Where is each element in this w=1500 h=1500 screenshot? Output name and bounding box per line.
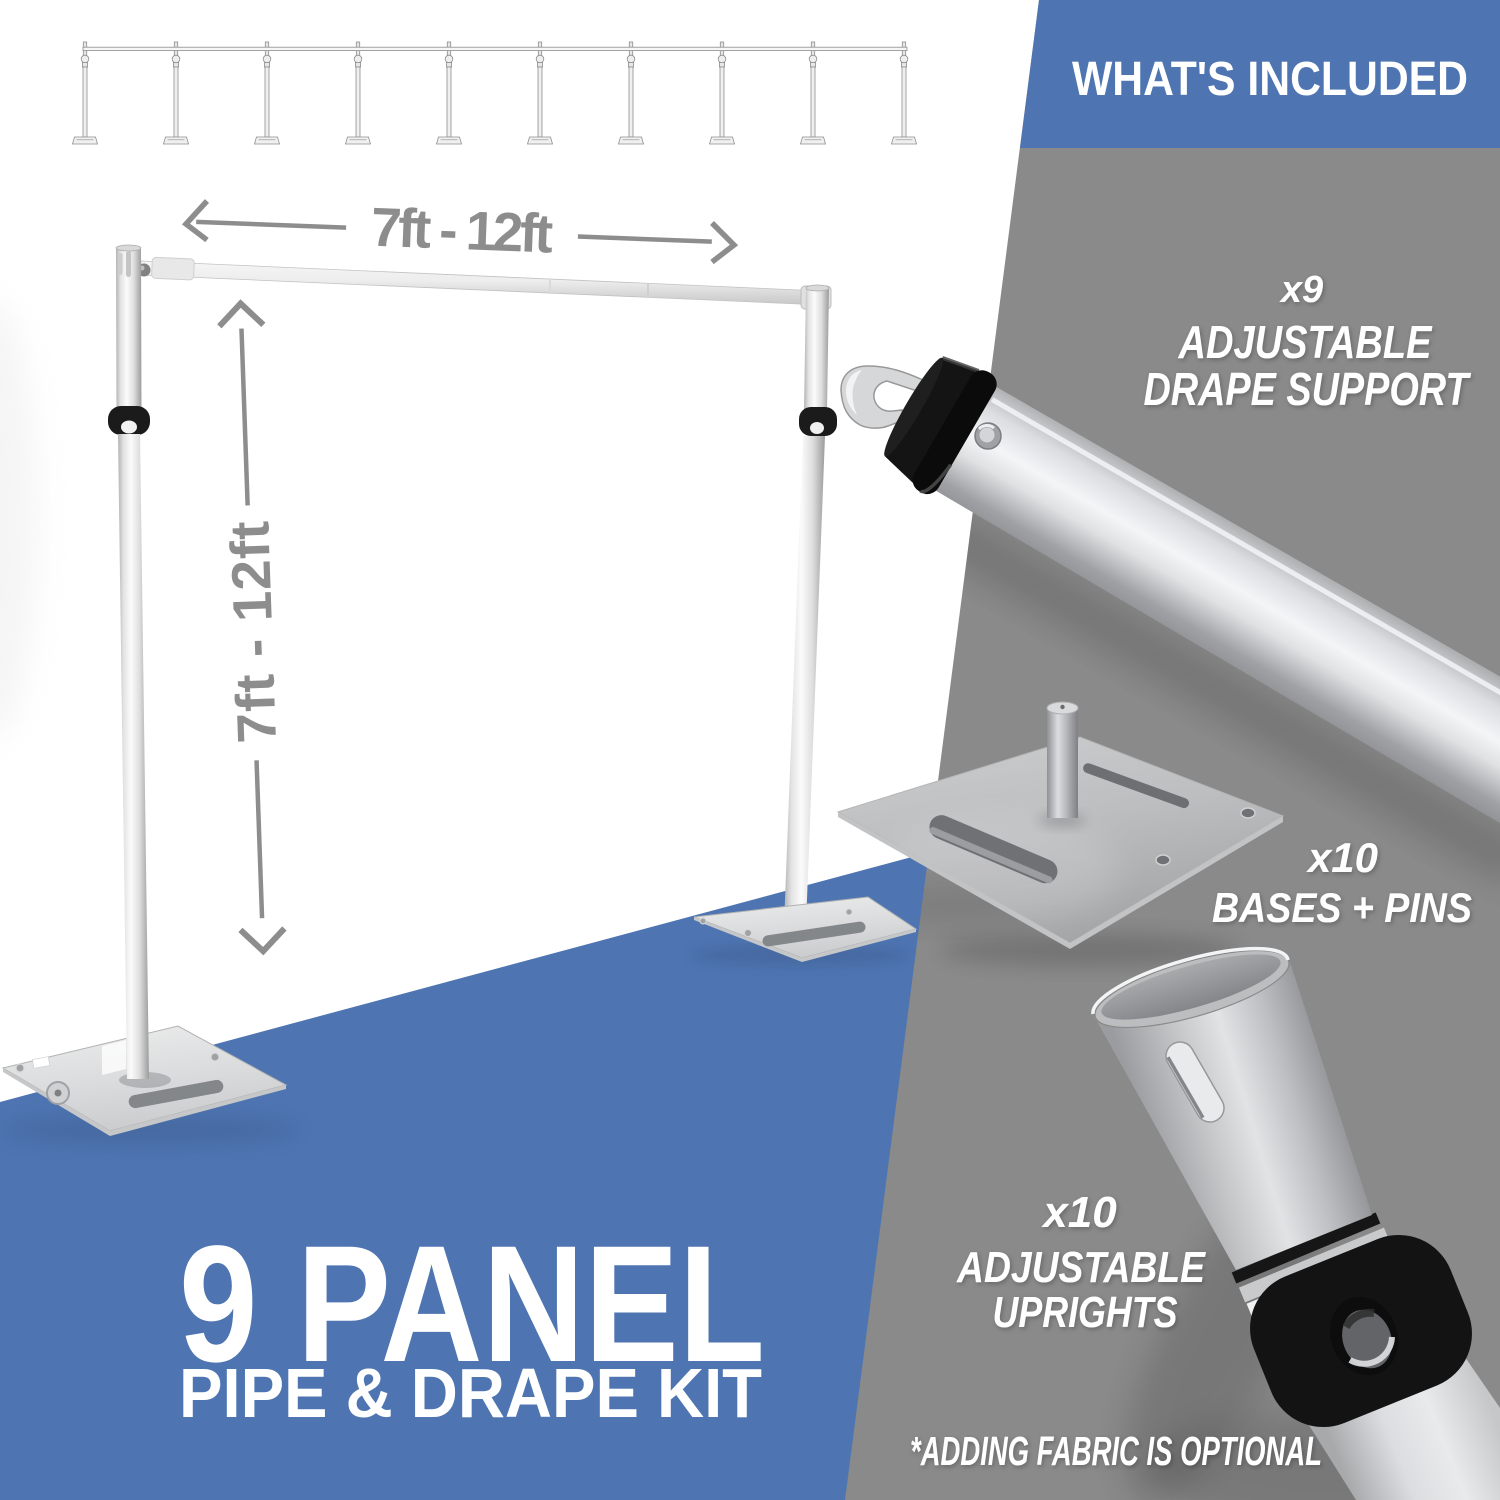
svg-text:9 PANEL: 9 PANEL <box>179 1212 765 1397</box>
svg-text:ADJUSTABLE: ADJUSTABLE <box>1178 316 1433 368</box>
svg-text:7ft - 12ft: 7ft - 12ft <box>370 196 554 265</box>
svg-text:x9: x9 <box>1279 269 1323 311</box>
svg-text:BASES + PINS: BASES + PINS <box>1212 884 1472 931</box>
svg-text:UPRIGHTS: UPRIGHTS <box>993 1288 1178 1337</box>
svg-text:WHAT'S INCLUDED: WHAT'S INCLUDED <box>1072 53 1468 106</box>
svg-text:x10: x10 <box>1306 834 1378 881</box>
svg-text:ADJUSTABLE: ADJUSTABLE <box>956 1243 1206 1292</box>
svg-text:PIPE & DRAPE KIT: PIPE & DRAPE KIT <box>179 1354 762 1432</box>
svg-text:x10: x10 <box>1041 1188 1117 1237</box>
svg-text:DRAPE SUPPORT: DRAPE SUPPORT <box>1144 363 1472 415</box>
svg-text:7ft - 12ft: 7ft - 12ft <box>218 520 288 744</box>
svg-text:*ADDING FABRIC IS OPTIONAL: *ADDING FABRIC IS OPTIONAL <box>910 1428 1322 1474</box>
